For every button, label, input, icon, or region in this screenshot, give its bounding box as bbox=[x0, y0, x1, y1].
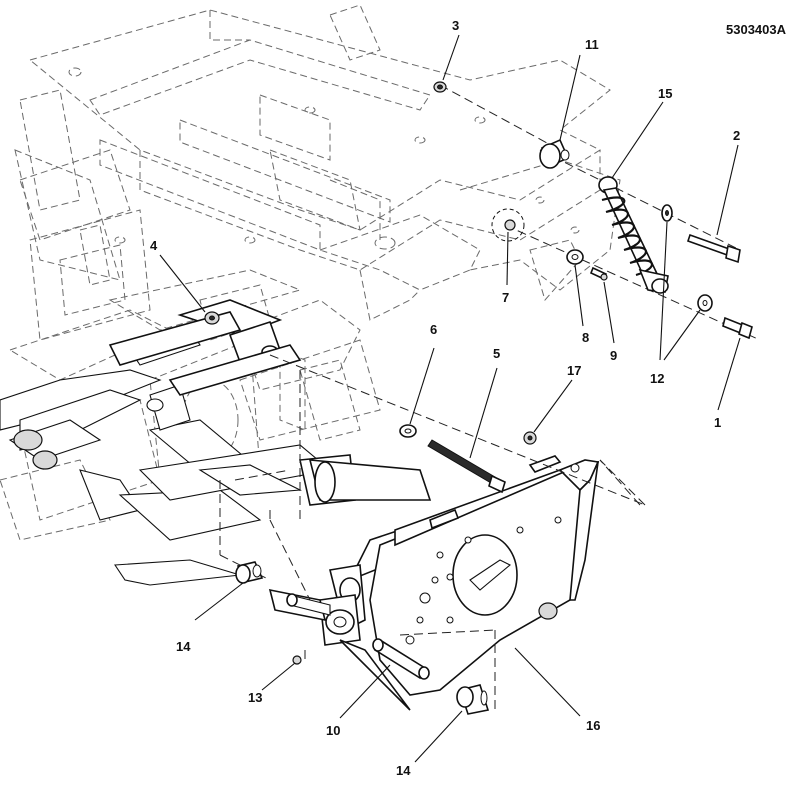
callout-17: 17 bbox=[567, 363, 581, 378]
part-12-washer-upper bbox=[661, 204, 673, 222]
part-8-washer bbox=[566, 249, 584, 265]
part-1-bolt bbox=[722, 316, 753, 340]
callout-12: 12 bbox=[650, 371, 664, 386]
callout-2: 2 bbox=[733, 128, 740, 143]
callout-7: 7 bbox=[502, 290, 509, 305]
part-17-nut bbox=[523, 431, 537, 445]
callout-11: 11 bbox=[585, 37, 599, 52]
callout-1: 1 bbox=[714, 415, 721, 430]
part-14-bushing-lower bbox=[456, 684, 490, 715]
part-10-pivot-pin bbox=[286, 593, 430, 680]
callout-15: 15 bbox=[658, 86, 672, 101]
part-4-nut bbox=[204, 311, 220, 325]
part-3-nut bbox=[433, 81, 447, 93]
callout-3: 3 bbox=[452, 18, 459, 33]
callout-5: 5 bbox=[493, 346, 500, 361]
part-6-washer bbox=[399, 424, 417, 438]
part-9-pin bbox=[589, 266, 608, 281]
callout-leaders bbox=[159, 34, 741, 763]
part-2-bolt bbox=[686, 233, 741, 264]
callout-10: 10 bbox=[326, 723, 340, 738]
assembly-axes bbox=[219, 84, 761, 710]
pivot-arm-assembly bbox=[108, 299, 432, 711]
diagram-reference-number: 5303403A bbox=[726, 22, 787, 37]
callout-labels: 3 11 15 2 4 7 8 9 12 1 6 5 17 14 13 10 1… bbox=[150, 18, 740, 778]
callout-16: 16 bbox=[586, 718, 600, 733]
callout-8: 8 bbox=[582, 330, 589, 345]
mount-plate bbox=[369, 455, 600, 696]
callout-4: 4 bbox=[150, 238, 158, 253]
callout-6: 6 bbox=[430, 322, 437, 337]
part-11-bushing bbox=[539, 138, 570, 169]
deck-belt-assembly bbox=[0, 329, 332, 586]
callout-14-left: 14 bbox=[176, 639, 191, 654]
callout-9: 9 bbox=[610, 348, 617, 363]
part-7-nut bbox=[491, 208, 525, 242]
part-15-shock-absorber bbox=[598, 176, 669, 294]
part-5-threaded-rod bbox=[427, 439, 506, 494]
part-14-bushing-left bbox=[235, 561, 264, 584]
callout-14-bottom: 14 bbox=[396, 763, 411, 778]
part-13-nut bbox=[292, 655, 302, 665]
callout-13: 13 bbox=[248, 690, 262, 705]
part-12-washer-lower bbox=[697, 294, 713, 312]
